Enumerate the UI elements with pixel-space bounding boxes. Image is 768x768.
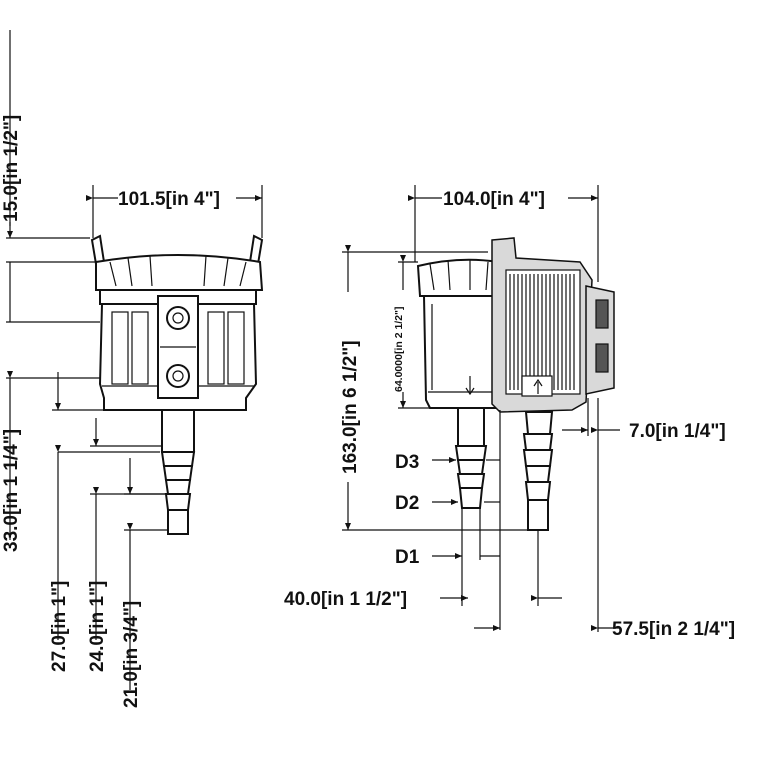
side-wall-label: 7.0[in 1/4"] — [629, 421, 726, 442]
side-port-offset-label: 40.0[in 1 1/2"] — [284, 589, 407, 610]
front-d2-label: 24.0[in 1"] — [87, 581, 108, 672]
side-height-label: 163.0[in 6 1/2"] — [340, 340, 361, 474]
front-d1-label: 27.0[in 1"] — [49, 581, 70, 672]
side-d1-label: D1 — [395, 547, 420, 568]
front-view — [6, 30, 264, 690]
side-inner-height-label: 64.0000[in 2 1/2"] — [393, 306, 405, 392]
front-top-gap-label: 15.0[in 1/2"] — [1, 115, 22, 222]
front-d3-label: 21.0[in 3/4"] — [121, 601, 142, 708]
side-view — [342, 185, 620, 632]
front-width-label: 101.5[in 4"] — [118, 189, 220, 210]
front-height-label: 33.0[in 1 1/4"] — [1, 429, 22, 552]
side-depth-label: 57.5[in 2 1/4"] — [612, 619, 735, 640]
side-width-label: 104.0[in 4"] — [443, 189, 545, 210]
side-d2-label: D2 — [395, 493, 419, 514]
side-d3-label: D3 — [395, 452, 419, 473]
